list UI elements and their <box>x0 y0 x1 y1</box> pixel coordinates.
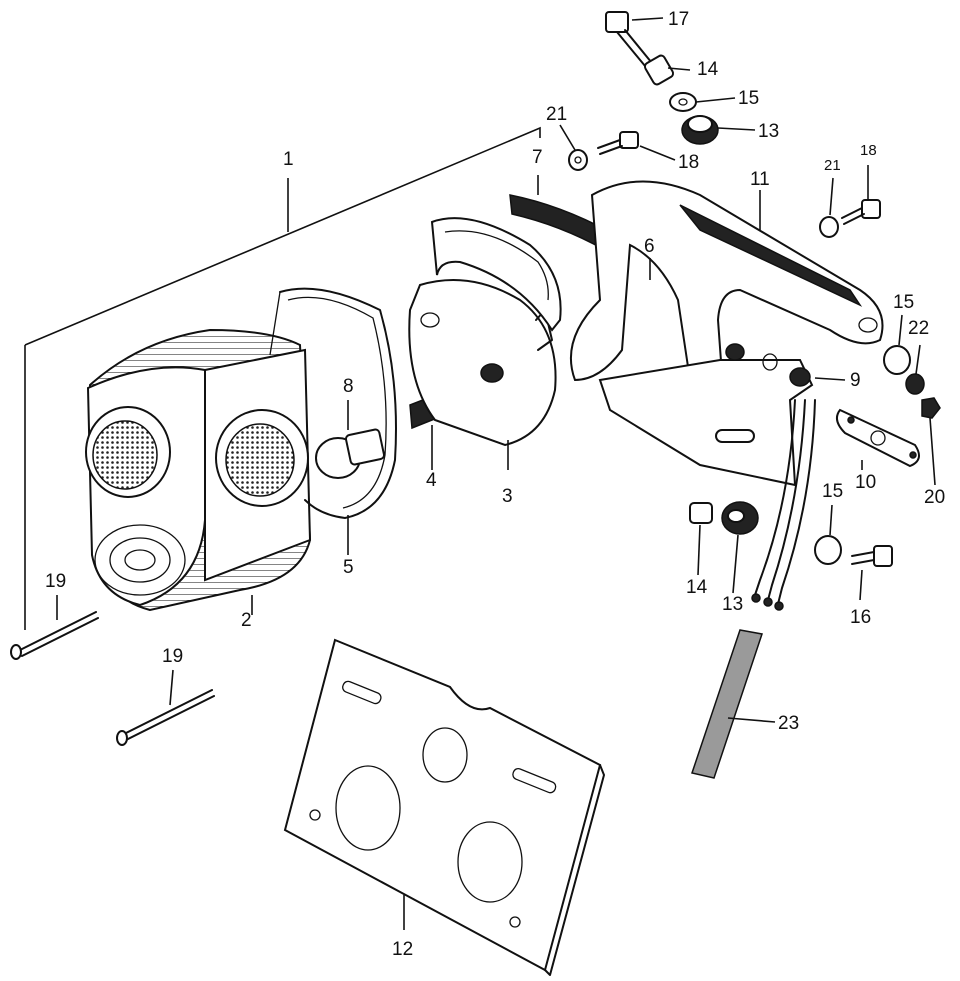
collar-14-upper <box>643 54 675 86</box>
washer-15-right <box>883 345 911 375</box>
callout-15-lower: 15 <box>822 481 843 502</box>
callout-1: 1 <box>283 149 294 170</box>
lock-washer-22 <box>905 373 925 395</box>
callout-5: 5 <box>343 557 354 578</box>
nut-20 <box>921 397 941 419</box>
washer-15-lower <box>814 535 842 565</box>
callout-2: 2 <box>241 610 252 631</box>
wire-clamp-plate <box>835 408 920 468</box>
callout-21-upper: 21 <box>546 104 567 125</box>
callout-9: 9 <box>850 370 861 391</box>
callout-8: 8 <box>343 376 354 397</box>
washer-15-upper <box>669 92 697 112</box>
fender-bracket <box>569 180 884 382</box>
bolt-16 <box>851 545 893 567</box>
collar-14-lower <box>689 502 713 524</box>
assembly-bracket-line <box>24 126 541 630</box>
callout-14-upper: 14 <box>697 59 719 80</box>
bolt-18-right <box>841 199 881 225</box>
callout-15-right: 15 <box>893 292 914 313</box>
lens-gasket <box>269 287 397 519</box>
washer-21-right <box>819 216 839 238</box>
long-screw-upper <box>10 611 99 660</box>
callout-11: 11 <box>750 169 770 190</box>
long-screw-lower <box>116 689 215 746</box>
callout-13-upper: 13 <box>758 121 779 142</box>
grommet-13-upper <box>681 115 719 145</box>
bulb <box>315 428 386 479</box>
callout-14-lower: 14 <box>686 577 708 598</box>
washer-21-upper <box>568 149 588 171</box>
tail-light-lens <box>85 328 312 612</box>
callout-18-upper: 18 <box>678 152 699 173</box>
callout-4: 4 <box>426 470 437 491</box>
callout-12: 12 <box>392 939 413 960</box>
leader-lines <box>56 17 936 930</box>
callout-10: 10 <box>855 472 876 493</box>
callout-19-lower: 19 <box>162 646 183 667</box>
license-stay <box>598 343 814 487</box>
callout-7: 7 <box>532 147 543 168</box>
bolt-18-upper <box>597 131 639 155</box>
callout-labels: 1 2 3 4 5 6 7 8 9 10 11 12 13 13 14 14 1… <box>45 9 945 960</box>
callout-13-lower: 13 <box>722 594 743 615</box>
callout-20: 20 <box>924 487 945 508</box>
callout-18-right: 18 <box>860 142 877 159</box>
callout-22: 22 <box>908 318 929 339</box>
callout-17: 17 <box>668 9 689 30</box>
wire-harness <box>751 399 816 611</box>
rubber-strip <box>691 629 763 779</box>
callout-16: 16 <box>850 607 871 628</box>
callout-3: 3 <box>502 486 513 507</box>
callout-15-upper: 15 <box>738 88 759 109</box>
callout-23: 23 <box>778 713 799 734</box>
light-base-plate <box>408 279 557 447</box>
callout-19-upper: 19 <box>45 571 66 592</box>
license-plate <box>283 638 605 976</box>
grommet-13-lower <box>721 501 759 535</box>
callout-6: 6 <box>644 236 655 257</box>
light-rim-frame <box>430 217 562 332</box>
callout-21-right: 21 <box>824 157 841 174</box>
